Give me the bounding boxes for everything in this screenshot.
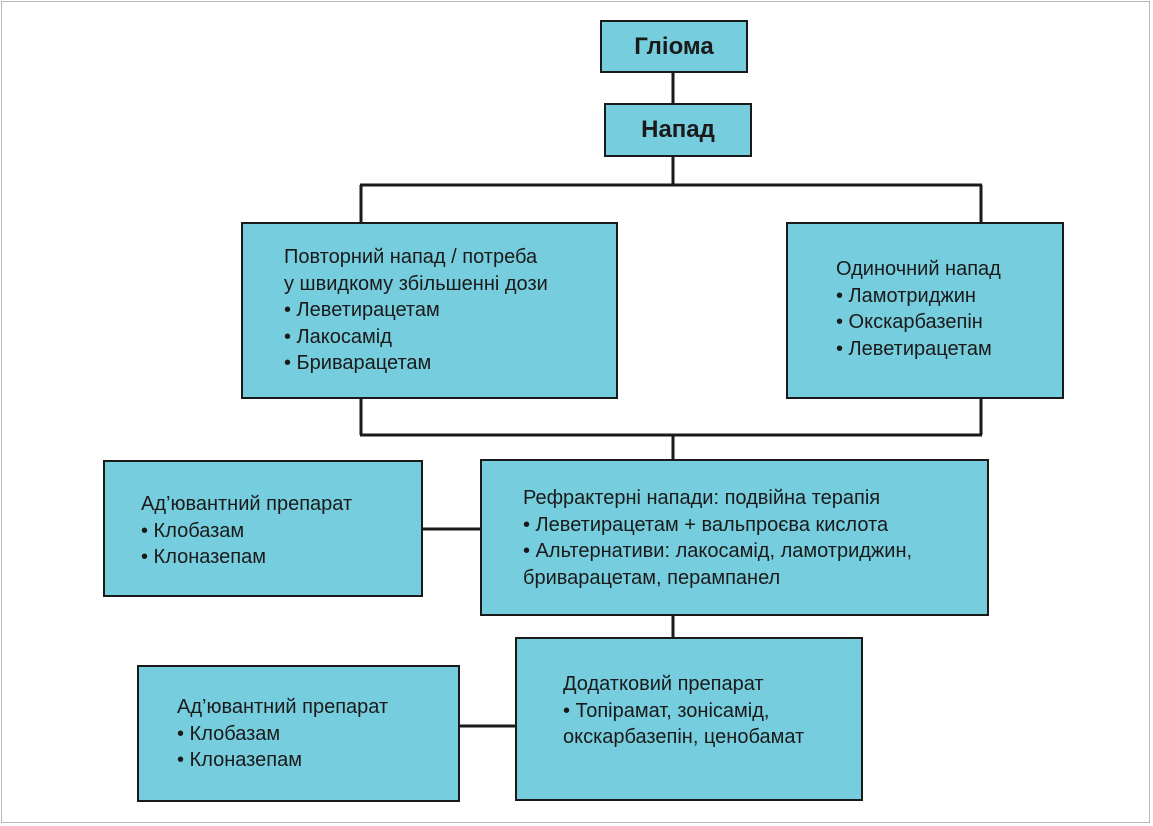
refractory-line: • Альтернативи: лакосамід, ламотриджин,	[523, 540, 913, 562]
repeated-line: Повторний напад / потреба	[284, 246, 538, 268]
additional-line: • Топірамат, зонісамід,	[563, 699, 770, 722]
seizure-node: Напад	[604, 103, 752, 157]
additional-line: окскарбазепін, ценобамат	[563, 726, 805, 748]
additional-drug-node: Додатковий препарат • Топірамат, зонісам…	[515, 637, 863, 801]
adjuvant-node-1: Ад’ювантний препарат • Клобазам • Клоназ…	[103, 460, 423, 597]
adjuvant1-line: Ад’ювантний препарат	[141, 493, 353, 515]
single-line: • Окскарбазепін	[836, 311, 983, 333]
repeated-line: • Лакосамід	[284, 325, 392, 348]
refractory-line: • Леветирацетам + вальпроєва кислота	[523, 513, 889, 536]
single-line: • Леветирацетам	[836, 337, 992, 360]
repeated-line: • Бриварацетам	[284, 352, 432, 374]
repeated-line: • Леветирацетам	[284, 299, 440, 321]
single-seizure-node: Одиночний напад • Ламотриджин • Окскарба…	[786, 222, 1064, 399]
single-line: Одиночний напад	[836, 258, 1001, 280]
adjuvant1-line: • Клоназепам	[141, 546, 266, 568]
glioma-label: Гліома	[634, 32, 714, 60]
repeated-line: у швидкому збільшенні дози	[284, 272, 548, 295]
additional-line: Додатковий препарат	[563, 673, 764, 695]
adjuvant2-line: Ад’ювантний препарат	[177, 696, 389, 718]
seizure-label: Напад	[641, 116, 715, 143]
adjuvant1-line: • Клобазам	[141, 519, 245, 542]
single-line: • Ламотриджин	[836, 284, 976, 307]
refractory-line: Рефрактерні напади: подвійна терапія	[523, 487, 881, 509]
refractory-line: бриварацетам, перампанел	[523, 566, 781, 589]
adjuvant-node-2: Ад’ювантний препарат • Клобазам • Клоназ…	[137, 665, 460, 802]
adjuvant2-line: • Клоназепам	[177, 749, 302, 771]
repeated-seizure-node: Повторний напад / потреба у швидкому збі…	[241, 222, 618, 399]
adjuvant2-line: • Клобазам	[177, 722, 281, 745]
refractory-node: Рефрактерні напади: подвійна терапія • Л…	[480, 459, 989, 616]
glioma-node: Гліома	[600, 20, 748, 73]
